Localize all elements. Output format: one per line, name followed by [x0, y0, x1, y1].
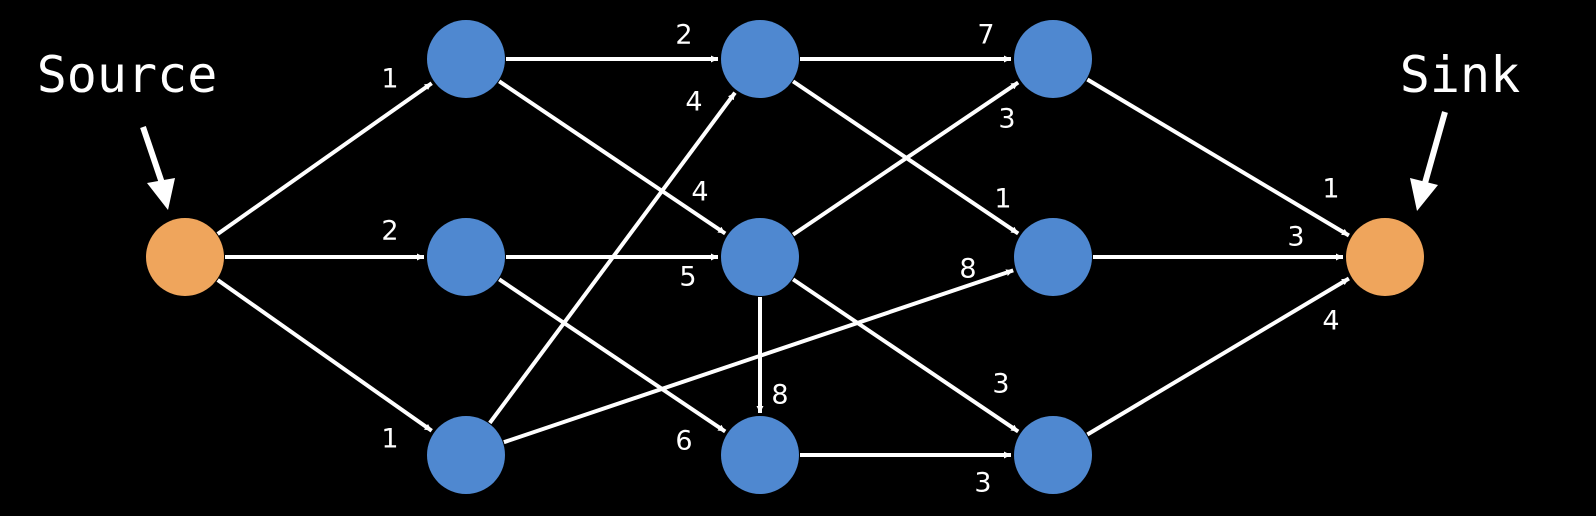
edge-b2-c3 [791, 277, 1020, 434]
node-b1 [721, 20, 799, 98]
source-label: Source [37, 46, 218, 104]
capacity-label-b2-b3: 8 [771, 380, 788, 411]
capacity-label-b2-c1: 3 [998, 104, 1015, 135]
capacity-label-b1-c2: 1 [994, 184, 1011, 215]
node-b2 [721, 218, 799, 296]
node-a2 [427, 218, 505, 296]
capacity-label-a2-b2: 5 [679, 262, 696, 293]
edge-a3-b1 [488, 91, 737, 425]
capacity-label-a3-b1: 4 [685, 87, 702, 118]
edge-a2-b3 [498, 277, 727, 434]
edge-s-a3 [216, 278, 433, 433]
edge-s-a1 [216, 81, 433, 236]
edge-c1-t [1086, 77, 1350, 238]
source-node [146, 218, 224, 296]
capacity-label-s-a1: 1 [381, 64, 398, 95]
edge-a1-b2 [498, 79, 727, 236]
nodes [146, 20, 1424, 494]
node-a1 [427, 20, 505, 98]
capacity-label-a3-c2: 8 [959, 254, 976, 285]
edge-c3-t [1086, 276, 1350, 437]
node-c3 [1014, 416, 1092, 494]
sink-label: Sink [1400, 46, 1520, 104]
capacity-label-c3-t: 4 [1322, 306, 1339, 337]
capacity-label-s-a3: 1 [381, 424, 398, 455]
capacity-label-a1-b1: 2 [675, 20, 692, 51]
capacity-label-a2-b3: 6 [675, 426, 692, 457]
capacity-label-a1-b2: 4 [691, 177, 708, 208]
node-b3 [721, 416, 799, 494]
node-c2 [1014, 218, 1092, 296]
sink-node [1346, 218, 1424, 296]
node-a3 [427, 416, 505, 494]
capacity-label-s-a2: 2 [381, 216, 398, 247]
capacity-label-b2-c3: 3 [992, 369, 1009, 400]
capacity-label-c2-t: 3 [1287, 222, 1304, 253]
node-c1 [1014, 20, 1092, 98]
capacity-label-b3-c3: 3 [974, 468, 991, 499]
edges [216, 55, 1350, 459]
capacity-label-b1-c1: 7 [977, 20, 994, 51]
sink-pointer-arrow [1410, 111, 1448, 211]
source-pointer-arrow [140, 126, 175, 210]
edge-b2-c1 [791, 80, 1020, 237]
capacity-label-c1-t: 1 [1322, 174, 1339, 205]
